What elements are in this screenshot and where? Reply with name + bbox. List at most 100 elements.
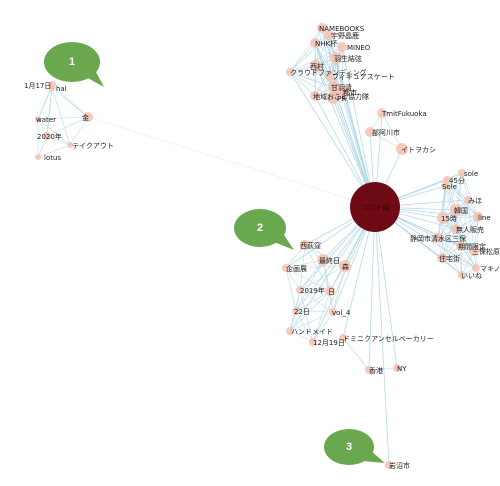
- node-label: 地域おこし協力隊: [313, 92, 369, 101]
- edge: [289, 311, 334, 332]
- edge: [289, 206, 376, 332]
- graph-node[interactable]: [441, 182, 449, 190]
- node-label: 岩沼市: [389, 461, 410, 470]
- graph-node[interactable]: [365, 127, 375, 137]
- node-label: 静岡市清水区三保: [410, 234, 466, 243]
- node-label: 西荻窪: [300, 241, 321, 250]
- edge: [37, 87, 53, 120]
- graph-node[interactable]: [450, 204, 462, 216]
- node-label: 日: [328, 288, 335, 296]
- edge: [37, 118, 71, 146]
- edge: [299, 259, 324, 291]
- graph-node[interactable]: [433, 233, 443, 243]
- edge: [446, 179, 479, 218]
- graph-node[interactable]: [451, 224, 461, 234]
- graph-node[interactable]: [325, 286, 335, 296]
- graph-node[interactable]: [472, 264, 480, 272]
- graph-node[interactable]: [83, 112, 93, 122]
- graph-node[interactable]: [339, 334, 347, 342]
- graph-node[interactable]: [396, 143, 408, 155]
- graph-node[interactable]: [310, 91, 320, 101]
- graph-node[interactable]: [286, 327, 294, 335]
- edge: [299, 265, 346, 291]
- node-label: 15時: [441, 215, 457, 223]
- hub-node: コロナ禍: [350, 182, 400, 232]
- edge: [441, 250, 475, 259]
- edge: [289, 290, 331, 332]
- graph-node[interactable]: [393, 364, 401, 372]
- edge: [368, 367, 398, 371]
- edge: [304, 244, 331, 292]
- graph-node[interactable]: [282, 264, 290, 272]
- edge: [315, 65, 376, 208]
- graph-node[interactable]: [469, 246, 479, 256]
- graph-node[interactable]: [296, 286, 304, 294]
- node-label: 韓国: [454, 206, 468, 215]
- edge: [289, 71, 331, 77]
- graph-node[interactable]: [35, 154, 41, 160]
- graph-node[interactable]: [377, 108, 387, 118]
- graph-node[interactable]: [329, 308, 337, 316]
- graph-node[interactable]: [337, 42, 347, 52]
- edge: [441, 228, 457, 259]
- graph-node[interactable]: [456, 241, 466, 251]
- edge: [289, 330, 314, 343]
- node-label: 西村: [310, 62, 324, 71]
- node-label: NHK杯: [315, 39, 337, 48]
- graph-node[interactable]: [458, 271, 466, 279]
- edge: [437, 199, 469, 239]
- graph-node[interactable]: [310, 60, 322, 72]
- graph-node[interactable]: [35, 116, 41, 122]
- node-label: 住宅街: [439, 254, 460, 263]
- callout-ellipse: [324, 429, 374, 465]
- graph-node[interactable]: [473, 212, 483, 222]
- node-label: 12月19日: [313, 339, 345, 347]
- graph-node[interactable]: [43, 132, 51, 140]
- edge: [315, 27, 323, 67]
- graph-node[interactable]: [385, 461, 393, 469]
- node-label: イトヲカシ: [401, 146, 436, 154]
- node-label: NY: [397, 365, 407, 373]
- graph-node[interactable]: [437, 212, 449, 224]
- edge: [299, 289, 331, 292]
- hub-circle[interactable]: [350, 182, 400, 232]
- callout-number: 2: [257, 222, 263, 234]
- node-label: クラウドファンディング: [290, 68, 367, 77]
- node-label: 2020年: [37, 132, 62, 141]
- edge: [444, 185, 479, 218]
- graph-node[interactable]: [339, 260, 351, 272]
- graph-node[interactable]: [327, 92, 339, 104]
- graph-node[interactable]: [317, 23, 327, 33]
- graph-node[interactable]: [309, 338, 317, 346]
- edge: [289, 42, 316, 73]
- graph-node[interactable]: [325, 71, 335, 81]
- graph-node[interactable]: [300, 240, 310, 250]
- graph-node[interactable]: [437, 253, 447, 263]
- edge: [332, 265, 346, 313]
- edge: [461, 172, 479, 218]
- graph-node[interactable]: [49, 85, 55, 91]
- graph-node[interactable]: [286, 68, 294, 76]
- graph-node[interactable]: [67, 142, 73, 148]
- edge: [441, 209, 457, 259]
- callout-tail: [362, 451, 385, 463]
- node-label: line: [478, 214, 491, 222]
- graph-node[interactable]: [310, 38, 320, 48]
- node-label: PR: [337, 95, 346, 103]
- graph-node[interactable]: [292, 307, 300, 315]
- edge: [312, 311, 334, 343]
- node-label: 宇野晶鹿: [331, 31, 359, 40]
- graph-node[interactable]: [324, 30, 334, 40]
- graph-node[interactable]: [458, 169, 466, 177]
- node-label: ドミニクアンセルベーカリー: [343, 335, 434, 343]
- edge: [444, 185, 457, 230]
- graph-node[interactable]: [336, 85, 350, 99]
- edge: [467, 199, 475, 252]
- node-label: みほ: [468, 197, 482, 205]
- graph-node[interactable]: [365, 366, 373, 374]
- graph-node[interactable]: [330, 52, 342, 64]
- graph-node[interactable]: [464, 196, 472, 204]
- callout-bubble: 1: [44, 42, 104, 87]
- graph-node[interactable]: [317, 254, 329, 266]
- edge: [374, 206, 390, 466]
